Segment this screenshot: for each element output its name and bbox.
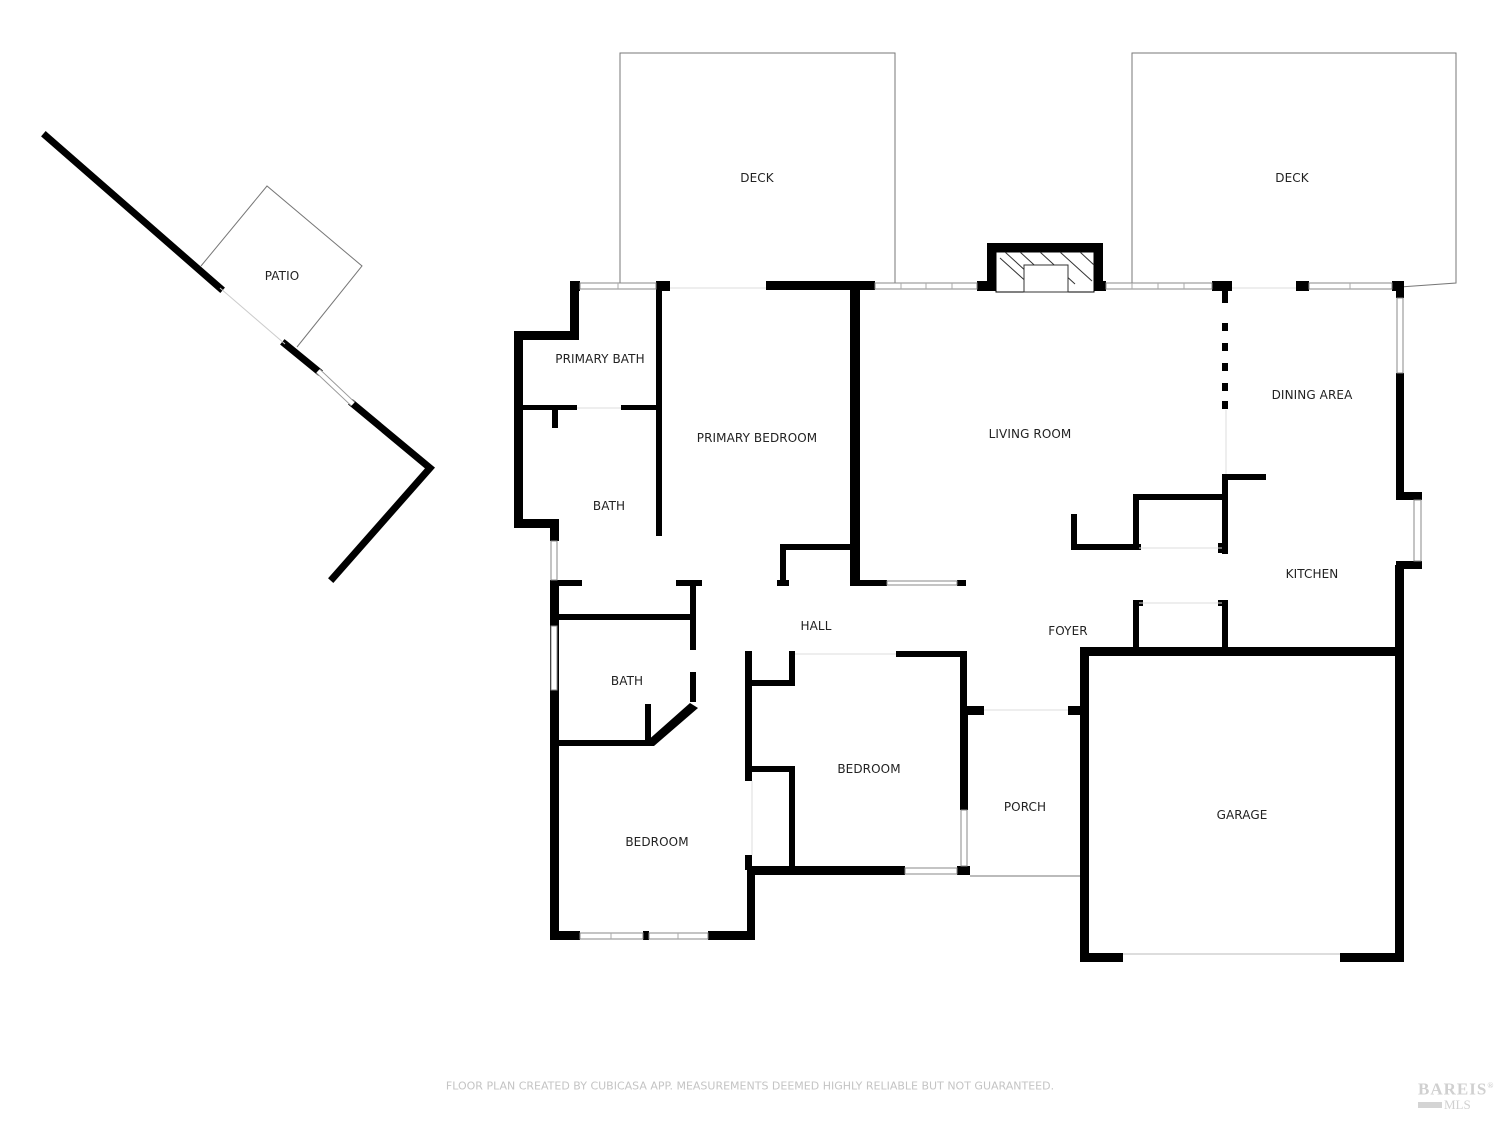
room-label-kitchen: KITCHEN xyxy=(1285,567,1339,581)
logo-line2: MLS xyxy=(1444,1096,1471,1112)
room-label-bath-upper: BATH xyxy=(592,499,626,513)
room-label-garage: GARAGE xyxy=(1216,808,1268,822)
room-label-living-room: LIVING ROOM xyxy=(988,427,1072,441)
room-label-primary-bedroom: PRIMARY BEDROOM xyxy=(696,431,818,445)
registered-mark: ® xyxy=(1487,1081,1495,1090)
room-label-deck-left: DECK xyxy=(740,171,774,185)
room-label-bedroom-left: BEDROOM xyxy=(625,835,689,849)
bareis-mls-logo: BAREIS® MLS xyxy=(1418,1077,1493,1112)
room-label-hall: HALL xyxy=(800,619,832,633)
room-label-primary-bath: PRIMARY BATH xyxy=(555,352,645,366)
logo-bar xyxy=(1418,1101,1442,1108)
room-label-porch: PORCH xyxy=(1003,800,1047,814)
logo-line1: BAREIS xyxy=(1418,1079,1488,1099)
room-label-deck-right: DECK xyxy=(1275,171,1309,185)
room-label-bedroom-center: BEDROOM xyxy=(837,762,901,776)
room-label-patio: PATIO xyxy=(264,269,300,283)
room-label-foyer: FOYER xyxy=(1048,624,1088,638)
room-label-bath-lower: BATH xyxy=(610,674,644,688)
room-label-dining-area: DINING AREA xyxy=(1271,388,1353,402)
disclaimer-text: FLOOR PLAN CREATED BY CUBICASA APP. MEAS… xyxy=(445,1079,1055,1093)
